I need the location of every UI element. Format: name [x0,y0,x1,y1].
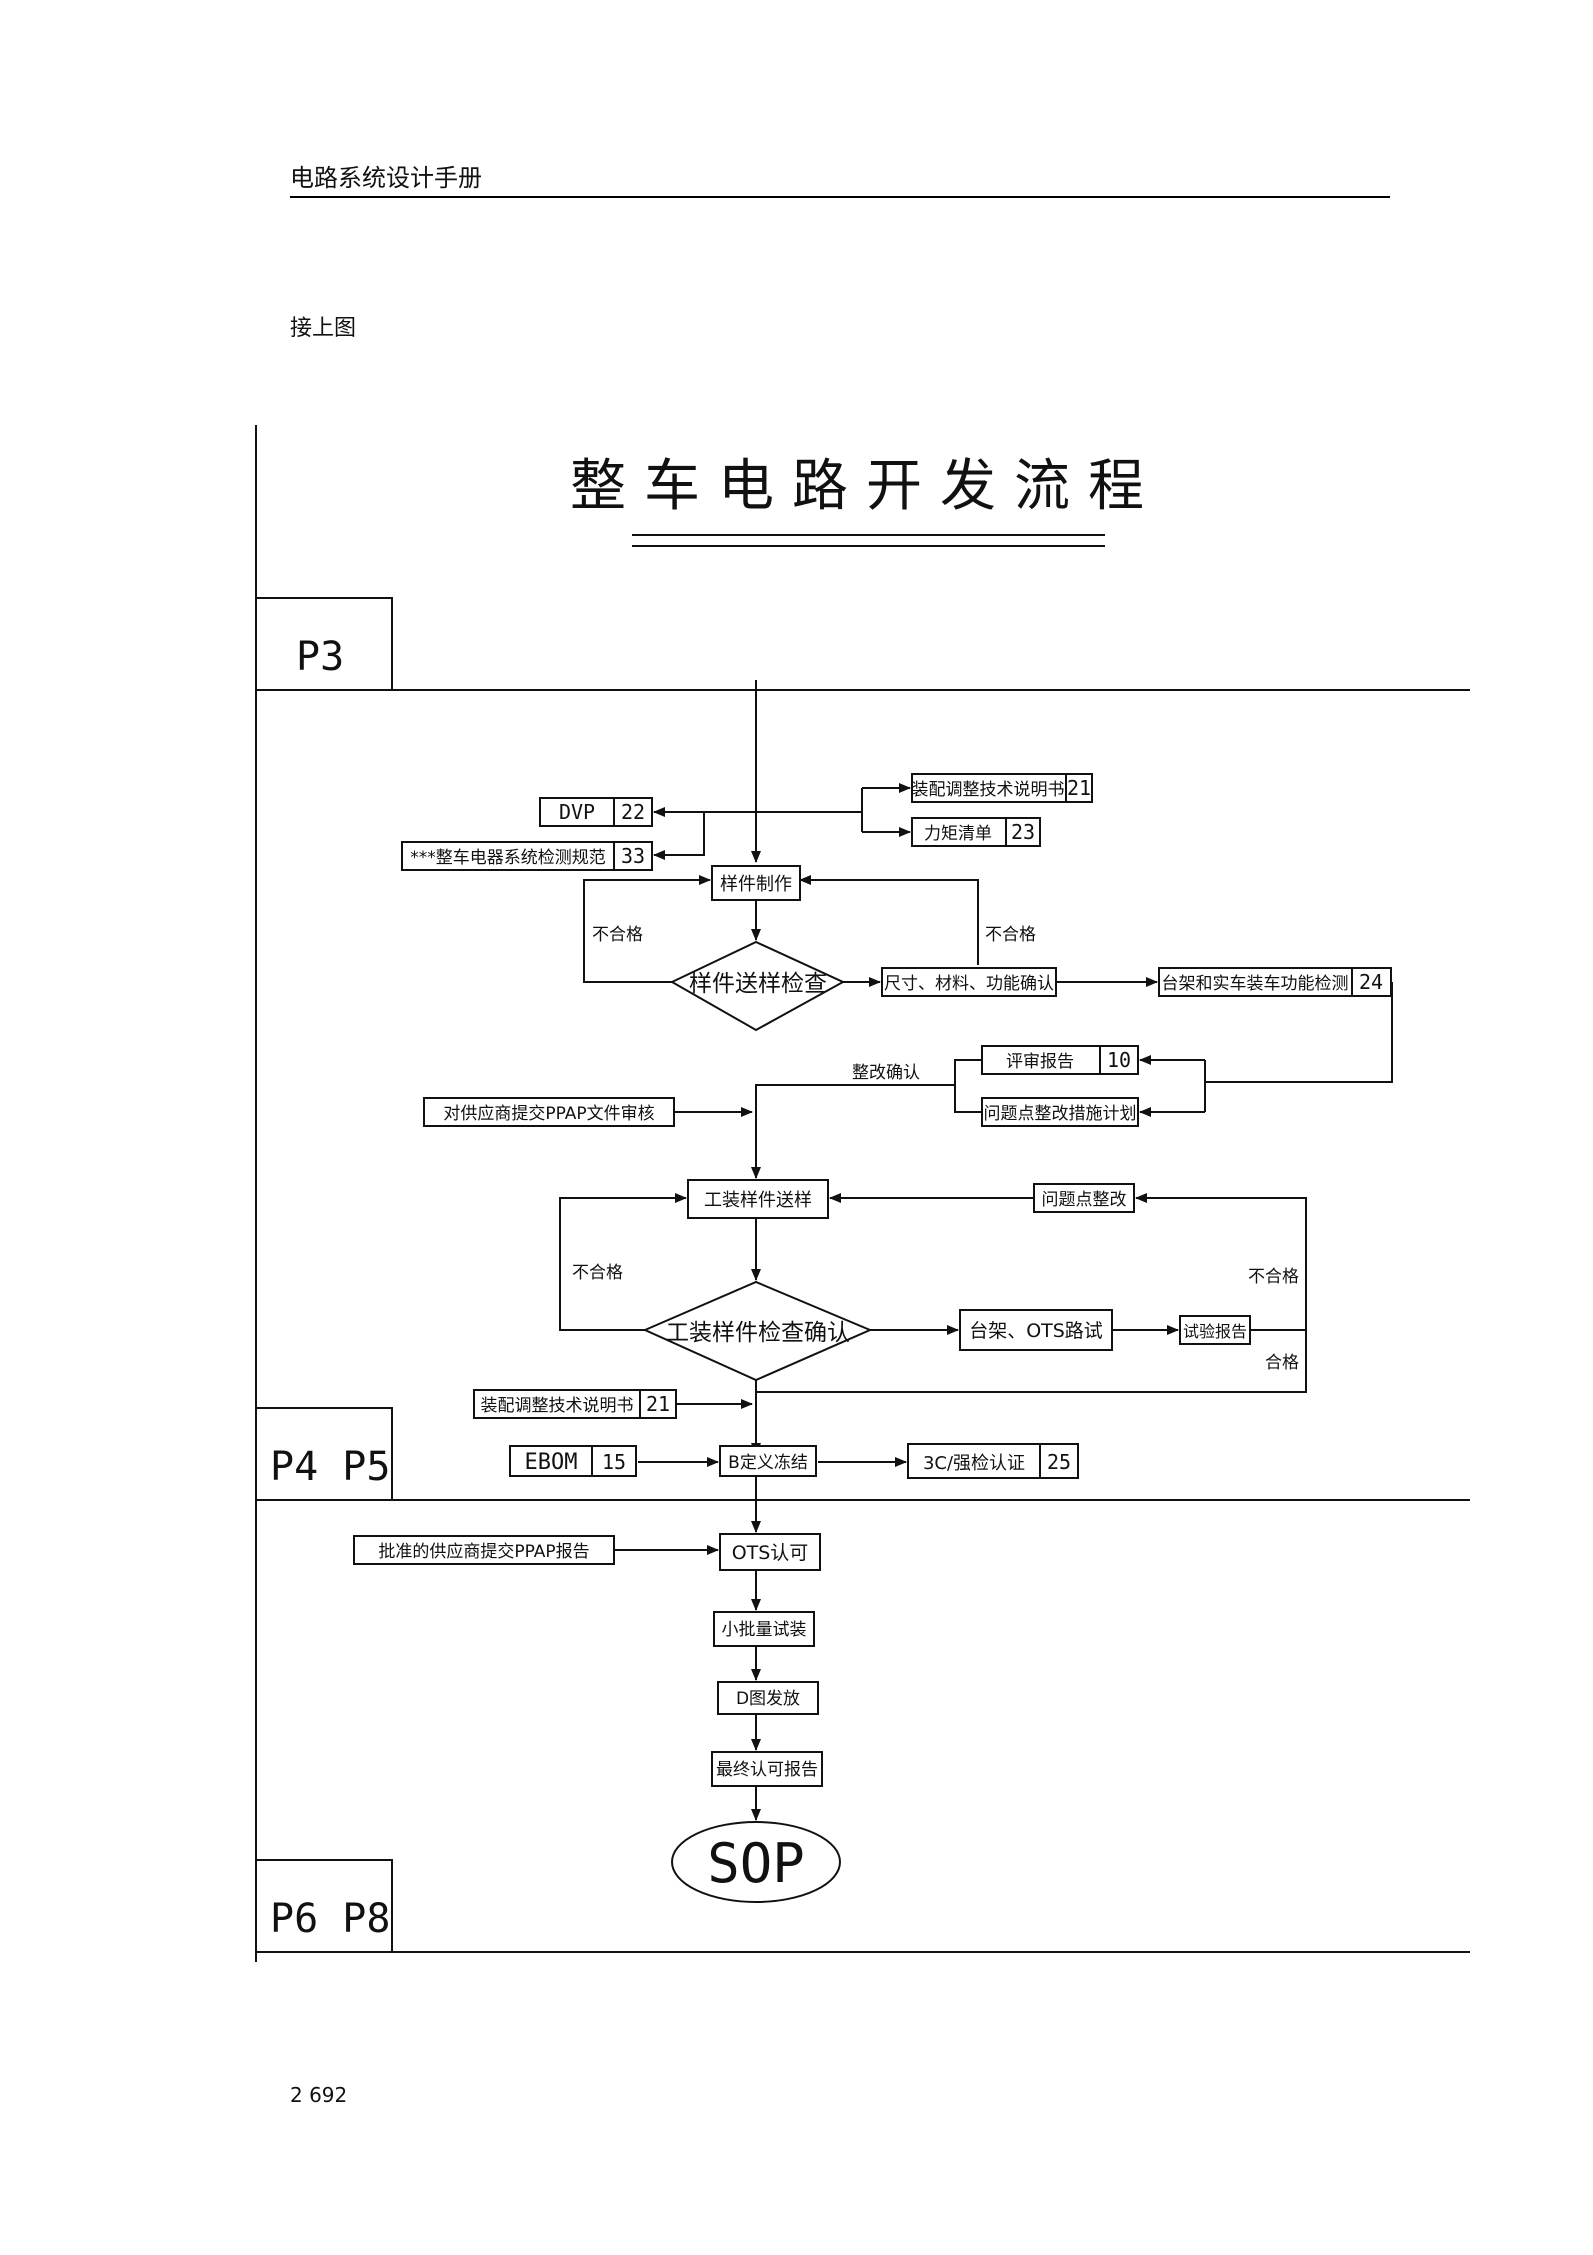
bench-check-label: 台架和实车装车功能检测 [1162,974,1349,994]
diagram-title: 整车电路开发流程 [570,454,1162,519]
tooling-sample-box [687,1179,829,1219]
small-batch-box [713,1611,815,1647]
dvp-number: 22 [621,800,645,824]
dvp-label: DVP [559,800,595,824]
header-divider [290,196,1390,198]
sample-check-label: 样件送样检查 [689,971,827,997]
b-freeze-box [719,1445,817,1477]
ebom-box [509,1445,637,1477]
torque-list-box [911,817,1041,847]
ppap-submit-box [353,1535,615,1565]
assembly-doc-bottom-number: 21 [646,1392,670,1416]
sample-check-diamond [669,940,846,1032]
assembly-doc-bottom-label: 装配调整技术说明书 [481,1396,634,1416]
bench-check-number: 24 [1359,970,1383,994]
torque-list-number: 23 [1011,820,1035,844]
edge-label-reject-right-2: 不合格 [1248,1267,1299,1287]
spec-label: ***整车电器系统检测规范 [410,848,606,868]
cert-3c-label: 3C/强检认证 [923,1453,1025,1474]
assembly-doc-top-label: 装配调整技术说明书 [912,780,1065,800]
dvp-box [539,797,653,827]
final-approval-box [711,1751,823,1787]
ppap-review-box [423,1097,675,1127]
edge-label-pass: 合格 [1265,1353,1299,1373]
ppap-review-label: 对供应商提交PPAP文件审核 [443,1104,654,1124]
edge-label-reject-left-1: 不合格 [592,925,643,945]
bench-ots-label: 台架、OTS路试 [969,1320,1103,1342]
final-approval-label: 最终认可报告 [716,1760,818,1780]
edge-label-rectify-confirm: 整改确认 [852,1063,920,1083]
page-number: 2 692 [290,2083,348,2107]
small-batch-label: 小批量试装 [722,1620,807,1640]
edge-label-reject-left-2: 不合格 [572,1263,623,1283]
ots-approve-label: OTS认可 [732,1542,809,1564]
issue-fix-label: 问题点整改 [1042,1190,1127,1210]
test-report-box [1179,1315,1251,1345]
size-check-box [881,967,1057,997]
spec-number: 33 [621,844,645,868]
ebom-label: EBOM [525,1450,578,1475]
phase-label-p3: P3 [296,634,344,680]
ots-approve-box [719,1533,821,1571]
cert-3c-number: 25 [1047,1450,1071,1474]
d-release-label: D图发放 [736,1689,800,1709]
diagram-frame [255,425,1470,1962]
sample-make-box [711,865,801,901]
ebom-number: 15 [602,1450,626,1474]
review-report-box [981,1045,1139,1075]
page-header: 电路系统设计手册 [290,164,482,192]
sample-make-label: 样件制作 [720,874,792,895]
review-report-label: 评审报告 [1006,1052,1074,1072]
issue-plan-box [981,1097,1139,1127]
review-report-number: 10 [1107,1048,1131,1072]
tooling-check-diamond [642,1280,873,1382]
issue-plan-label: 问题点整改措施计划 [984,1104,1137,1124]
phase-label-p4p5: P4 P5 [270,1444,390,1490]
sop-label: SOP [707,1832,805,1895]
phase-label-p6p8: P6 P8 [270,1896,390,1942]
connectors [559,680,1393,1821]
cert-3c-box [907,1443,1079,1479]
assembly-doc-top-box [911,773,1093,803]
ppap-submit-label: 批准的供应商提交PPAP报告 [378,1542,589,1562]
spec-box [401,841,653,871]
edge-label-reject-right-1: 不合格 [985,925,1036,945]
tooling-sample-label: 工装样件送样 [704,1190,812,1211]
size-check-label: 尺寸、材料、功能确认 [884,974,1054,994]
assembly-doc-bottom-box [473,1389,677,1419]
title-underline [632,534,1105,547]
sop-terminal [671,1821,841,1903]
torque-list-label: 力矩清单 [924,824,992,844]
assembly-doc-top-number: 21 [1067,776,1091,800]
issue-fix-box [1033,1183,1135,1213]
continuation-note: 接上图 [290,316,357,341]
d-release-box [717,1681,819,1715]
bench-ots-box [959,1309,1113,1351]
test-report-label: 试验报告 [1183,1322,1247,1341]
b-freeze-label: B定义冻结 [728,1453,808,1473]
tooling-check-label: 工装样件检查确认 [666,1320,850,1346]
